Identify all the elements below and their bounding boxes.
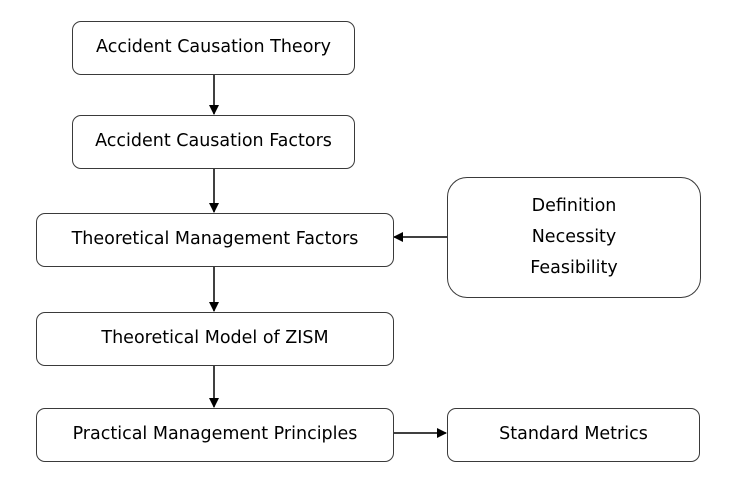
standard-metrics-box: Standard Metrics — [447, 408, 700, 462]
criteria-box: Definition Necessity Feasibility — [447, 177, 701, 298]
criteria-feasibility-label: Feasibility — [530, 258, 618, 278]
practical-management-principles-box: Practical Management Principles — [36, 408, 394, 462]
standard-metrics-label: Standard Metrics — [499, 424, 648, 445]
accident-causation-theory-box: Accident Causation Theory — [72, 21, 355, 75]
criteria-definition-label: Definition — [531, 196, 617, 216]
theoretical-management-factors-label: Theoretical Management Factors — [71, 229, 359, 250]
theoretical-management-factors-box: Theoretical Management Factors — [36, 213, 394, 267]
criteria-necessity-label: Necessity — [531, 227, 617, 247]
accident-causation-theory-label: Accident Causation Theory — [96, 37, 331, 58]
theoretical-model-zism-label: Theoretical Model of ZISM — [101, 328, 329, 349]
accident-causation-factors-label: Accident Causation Factors — [95, 131, 332, 152]
theoretical-model-zism-box: Theoretical Model of ZISM — [36, 312, 394, 366]
practical-management-principles-label: Practical Management Principles — [72, 424, 358, 445]
accident-causation-factors-box: Accident Causation Factors — [72, 115, 355, 169]
